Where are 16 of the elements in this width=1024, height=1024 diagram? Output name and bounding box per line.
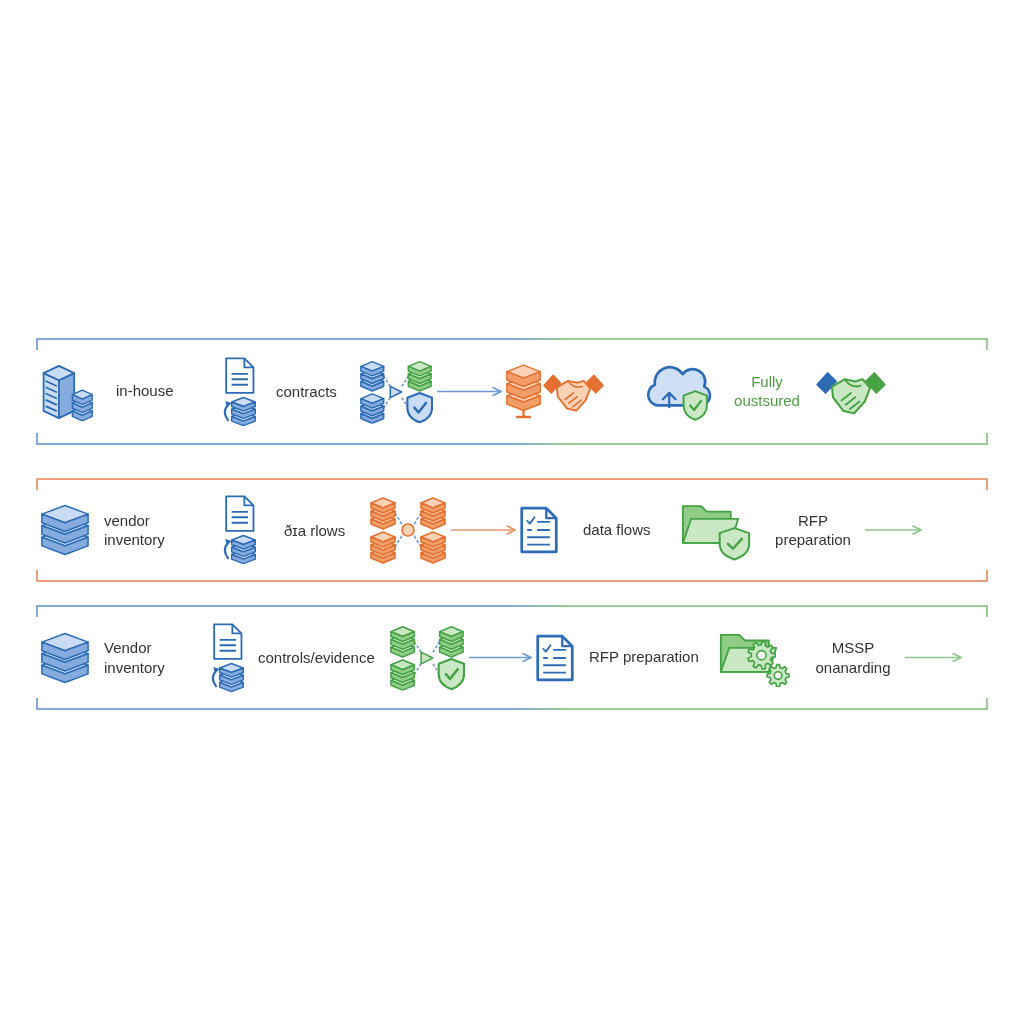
step-label: vendor inventory — [104, 510, 166, 550]
arrow — [904, 652, 962, 663]
step-label: Fully oustsured — [733, 372, 801, 411]
step-label: in-house — [116, 381, 174, 402]
arrow — [468, 652, 532, 663]
arrow — [436, 386, 502, 397]
arrow — [450, 525, 516, 535]
step-label: contracts — [276, 381, 337, 402]
step-label: RFP preparation — [589, 647, 699, 668]
step-label: data flows — [583, 520, 651, 540]
step-label: RFP preparation — [774, 510, 852, 550]
step-label: ðɪa rlows — [284, 520, 346, 540]
step-label: MSSP onanarding — [814, 638, 892, 677]
step-label: controls/evidence — [258, 647, 375, 668]
step-label: Vendor inventory — [104, 638, 166, 677]
arrow — [864, 525, 922, 535]
